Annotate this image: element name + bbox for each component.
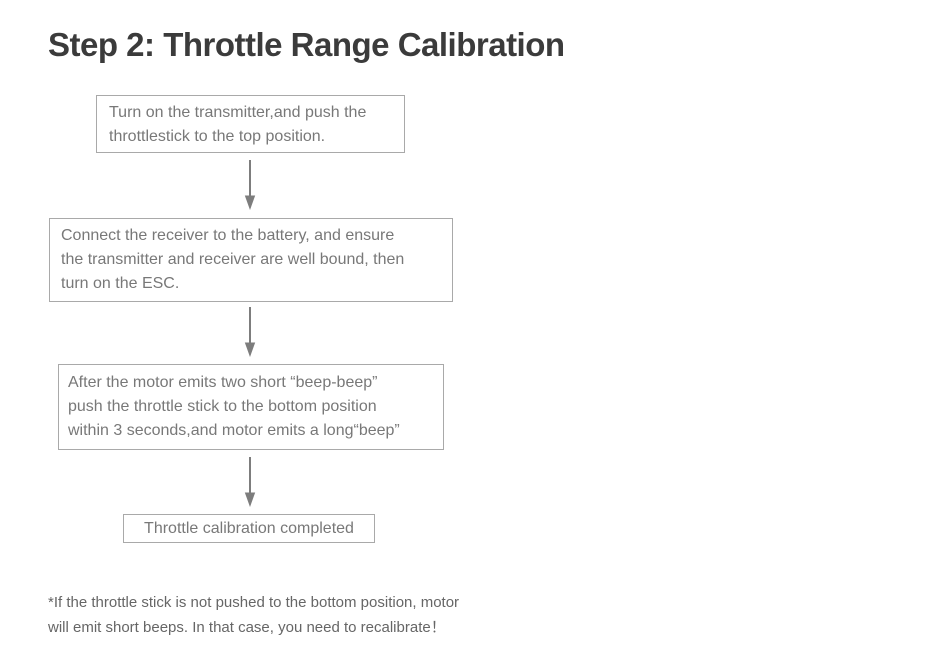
page-title: Step 2: Throttle Range Calibration <box>48 26 565 63</box>
flow-step-calibration-completed: Throttle calibration completed <box>123 514 375 543</box>
flow-step-connect-receiver: Connect the receiver to the battery, and… <box>49 218 453 302</box>
down-arrow-icon <box>243 160 257 210</box>
footnote-warning: *If the throttle stick is not pushed to … <box>48 594 460 636</box>
down-arrow-icon <box>243 457 257 507</box>
flow-step-push-throttle-bottom: After the motor emits two short “beep-be… <box>58 364 444 450</box>
flow-step-turn-on-transmitter: Turn on the transmitter,and push the thr… <box>96 95 405 153</box>
down-arrow-icon <box>243 307 257 357</box>
